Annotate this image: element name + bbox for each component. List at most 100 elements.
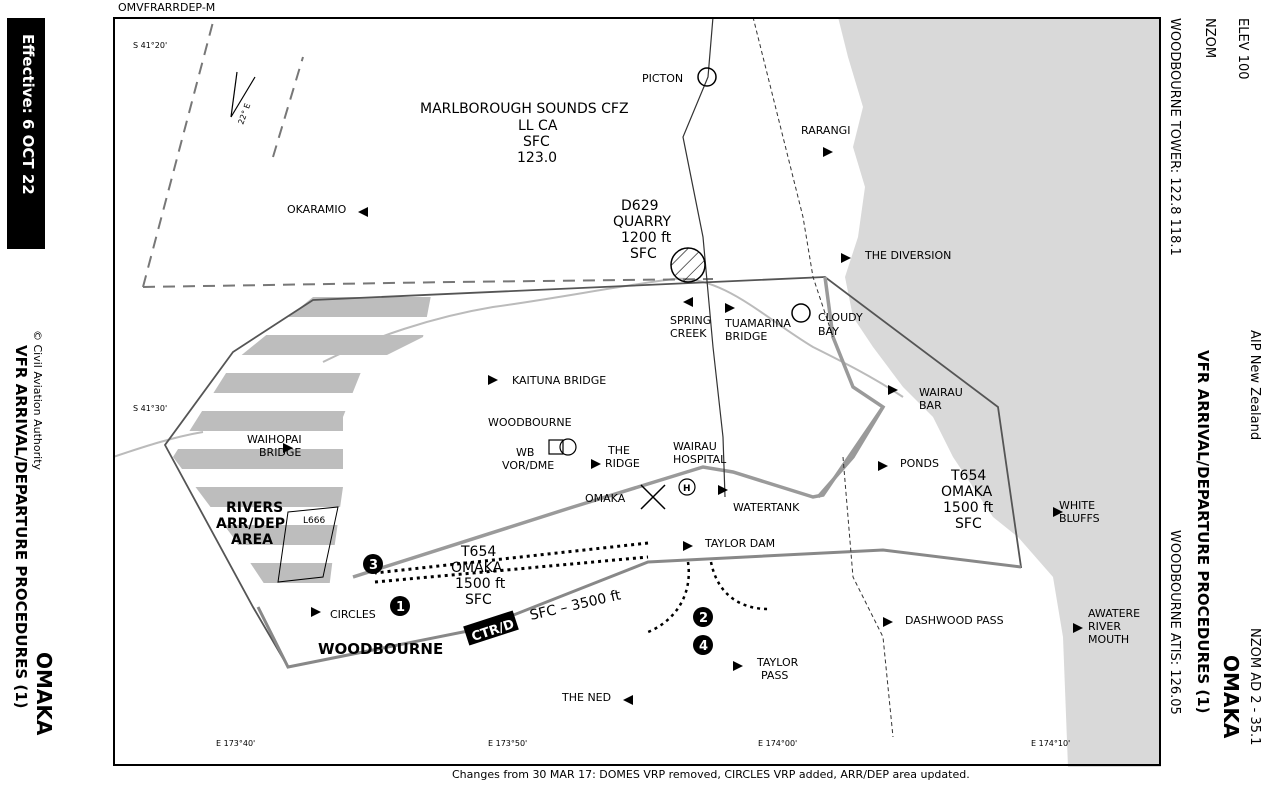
the-ned-label: THE NED bbox=[561, 691, 611, 704]
woodbourne-label: WOODBOURNE bbox=[488, 416, 572, 429]
rivers-area-line2: ARR/DEP bbox=[216, 516, 285, 532]
procedure-4-label: 4 bbox=[699, 639, 708, 654]
sea-area bbox=[838, 17, 1161, 767]
chart-id: OMVFRARRDEP-M bbox=[118, 1, 216, 14]
lon-label-1: E 173°40' bbox=[216, 739, 255, 748]
cfz-frequency: 123.0 bbox=[517, 150, 557, 166]
tower-frequency: WOODBOURNE TOWER: 122.8 118.1 bbox=[1167, 18, 1182, 256]
wairau-bar-label-1: WAIRAU bbox=[919, 386, 963, 399]
spring-creek-label-1: SPRING bbox=[670, 314, 711, 327]
procedure-4-marker bbox=[693, 635, 713, 655]
d629-quarry-circle bbox=[670, 247, 706, 283]
cfz-boundary bbox=[142, 21, 714, 288]
map-frame bbox=[113, 17, 1161, 766]
route-coast bbox=[816, 276, 886, 499]
okaramio-label: OKARAMIO bbox=[287, 203, 347, 216]
procedure-2-label: 2 bbox=[699, 611, 708, 626]
page-reference: NZOM AD 2 - 35.1 bbox=[1247, 628, 1262, 746]
rivers-striped-area bbox=[173, 297, 433, 583]
lon-label-3: E 174°00' bbox=[758, 739, 797, 748]
vfr-map: S 41°20' S 41°30' E 173°40' E 173°50' E … bbox=[113, 17, 1161, 767]
d629-name: D629 bbox=[621, 198, 659, 214]
north-arrow bbox=[230, 71, 256, 118]
vrp-flags bbox=[283, 147, 1083, 705]
procedure-3-label: 3 bbox=[369, 558, 378, 573]
ctr-name: WOODBOURNE bbox=[318, 640, 443, 658]
omaka-label: OMAKA bbox=[585, 492, 626, 505]
cfz-base: SFC bbox=[523, 134, 550, 150]
waihopai-label-1: WAIHOPAI bbox=[247, 433, 302, 446]
wairau-hospital-label-1: WAIRAU bbox=[673, 440, 717, 453]
l666-box bbox=[277, 506, 339, 583]
icao-code: NZOM bbox=[1202, 18, 1217, 59]
awatere-label-3: MOUTH bbox=[1088, 633, 1129, 646]
taylor-pass-label-2: PASS bbox=[761, 669, 788, 682]
cloudy-bay-label-1: CLOUDY bbox=[818, 311, 863, 324]
ponds-label: PONDS bbox=[900, 457, 939, 470]
procedure-2-marker bbox=[693, 607, 713, 627]
effective-date: Effective: 6 OCT 22 bbox=[19, 34, 37, 195]
procedure-3-marker bbox=[363, 554, 383, 574]
lon-label-4: E 174°10' bbox=[1031, 739, 1070, 748]
dotted-dep-left bbox=[647, 561, 691, 634]
white-bluffs-label-1: WHITE bbox=[1059, 499, 1095, 512]
procedure-1-label: 1 bbox=[396, 600, 405, 615]
omaka-runway-symbol bbox=[640, 484, 666, 510]
ctr-boundary bbox=[256, 548, 1022, 669]
rivers-area-line3: AREA bbox=[231, 532, 273, 548]
lat-label-1: S 41°20' bbox=[133, 41, 167, 50]
t654-runway-name: T654 bbox=[460, 544, 496, 560]
road-picton bbox=[682, 17, 726, 498]
magnetic-variation: 22° E bbox=[236, 102, 252, 126]
cloudy-bay-symbol bbox=[791, 303, 811, 323]
taylor-pass-label-1: TAYLOR bbox=[756, 656, 799, 669]
copyright-text: © Civil Aviation Authority bbox=[31, 330, 44, 471]
taylor-dam-label: TAYLOR DAM bbox=[704, 537, 775, 550]
t654-east-upper: 1500 ft bbox=[943, 500, 994, 516]
t654-east-desc: OMAKA bbox=[941, 484, 993, 500]
ctr-tag-box bbox=[463, 610, 519, 646]
rarangi-label: RARANGI bbox=[801, 124, 850, 137]
procedure-1-marker bbox=[390, 596, 410, 616]
picton-label: PICTON bbox=[642, 72, 683, 85]
picton-aerodrome bbox=[697, 67, 717, 87]
t654-east-name: T654 bbox=[950, 468, 986, 484]
awatere-label-2: RIVER bbox=[1088, 620, 1121, 633]
effective-badge: Effective: 6 OCT 22 bbox=[7, 18, 45, 249]
lon-label-2: E 173°50' bbox=[488, 739, 527, 748]
tuamarina-label-1: TUAMARINA bbox=[724, 317, 791, 330]
t654-runway-upper: 1500 ft bbox=[455, 576, 506, 592]
road-south bbox=[842, 456, 894, 738]
vor-dme-symbol bbox=[548, 439, 564, 455]
route-north bbox=[352, 406, 885, 579]
wb-vor-label-1: WB bbox=[516, 446, 534, 459]
lat-label-2: S 41°30' bbox=[133, 404, 167, 413]
left-aerodrome-name: OMAKA bbox=[32, 652, 56, 736]
watertank-label: WATERTANK bbox=[733, 501, 800, 514]
t654-runway-lower: SFC bbox=[465, 592, 492, 608]
footer-note: Changes from 30 MAR 17: DOMES VRP remove… bbox=[452, 768, 970, 781]
awatere-label-1: AWATERE bbox=[1088, 607, 1140, 620]
dotted-dep-right bbox=[709, 561, 769, 611]
dashwood-label: DASHWOOD PASS bbox=[905, 614, 1004, 627]
heliport-symbol bbox=[678, 478, 696, 496]
d629-upper: 1200 ft bbox=[621, 230, 672, 246]
elevation: ELEV 100 bbox=[1235, 18, 1250, 80]
white-bluffs-label-2: BLUFFS bbox=[1059, 512, 1100, 525]
heliport-label: H bbox=[683, 484, 691, 494]
right-aerodrome-name: OMAKA bbox=[1219, 655, 1243, 739]
t654-runway-desc: OMAKA bbox=[451, 560, 503, 576]
circles-label: CIRCLES bbox=[330, 608, 376, 621]
l666-label: L666 bbox=[303, 516, 325, 526]
cloudy-bay-label-2: BAY bbox=[818, 325, 839, 338]
kaituna-label: KAITUNA BRIDGE bbox=[512, 374, 606, 387]
wairau-bar-label-2: BAR bbox=[919, 399, 942, 412]
wairau-hospital-label-2: HOSPITAL bbox=[673, 453, 727, 466]
tuamarina-label-2: BRIDGE bbox=[725, 330, 767, 343]
the-ridge-label-1: THE bbox=[607, 444, 630, 457]
right-chart-title: VFR ARRIVAL/DEPARTURE PROCEDURES (1) bbox=[1194, 350, 1212, 714]
t654-east-lower: SFC bbox=[955, 516, 982, 532]
d629-lower: SFC bbox=[630, 246, 657, 262]
publication-name: AIP New Zealand bbox=[1247, 330, 1262, 441]
d629-desc: QUARRY bbox=[613, 214, 671, 230]
